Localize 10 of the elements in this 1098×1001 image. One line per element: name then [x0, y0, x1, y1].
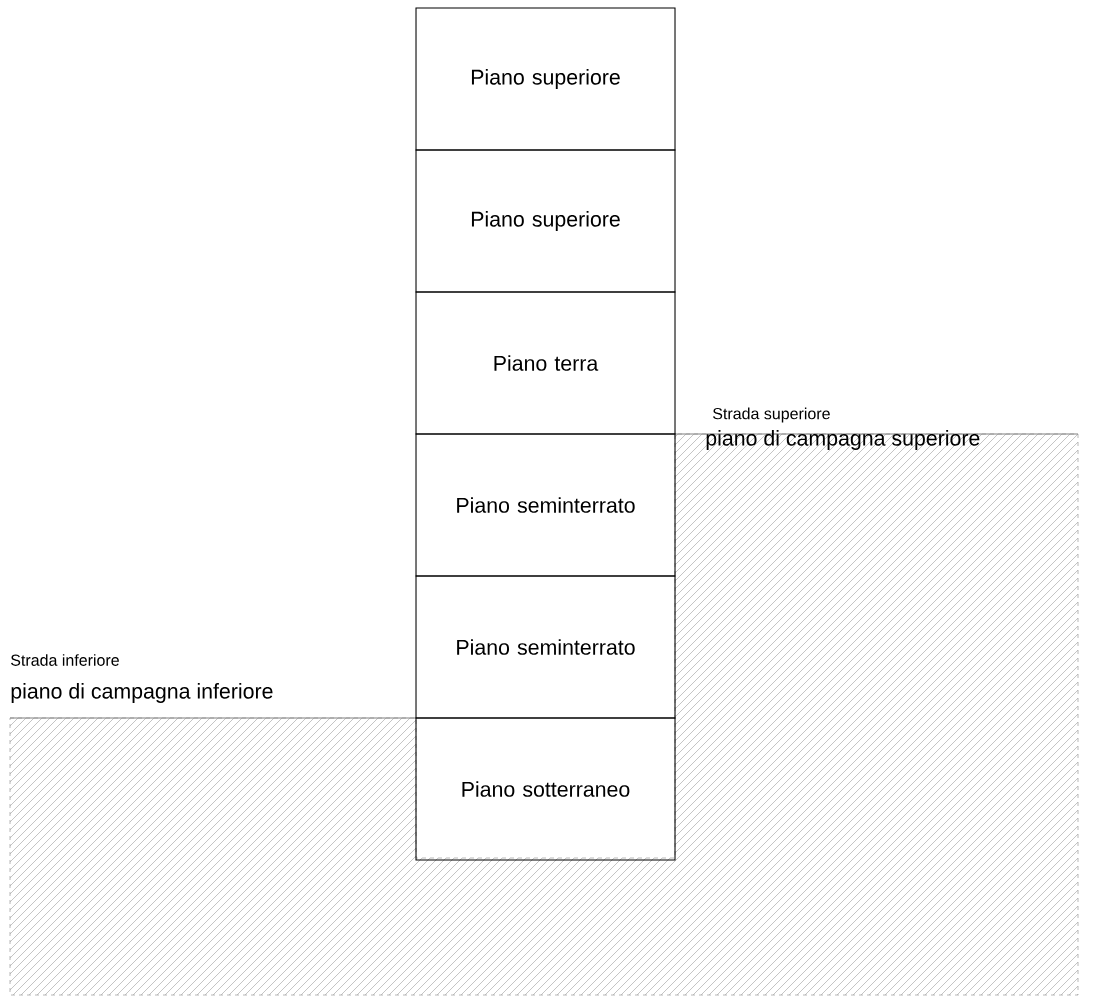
ground-level-label: piano di campagna superiore: [706, 430, 980, 450]
floor-box: Piano superiore: [415, 149, 676, 293]
road-label: Strada inferiore: [11, 654, 119, 666]
floor-box: Piano sotterraneo: [415, 717, 676, 861]
floor-box: Piano superiore: [415, 7, 676, 151]
ground-level-label: piano di campagna inferiore: [11, 683, 273, 703]
floor-box: Piano seminterrato: [415, 575, 676, 719]
road-label: Strada superiore: [713, 407, 830, 423]
floor-box: Piano terra: [415, 291, 676, 435]
floor-box: Piano seminterrato: [415, 433, 676, 577]
